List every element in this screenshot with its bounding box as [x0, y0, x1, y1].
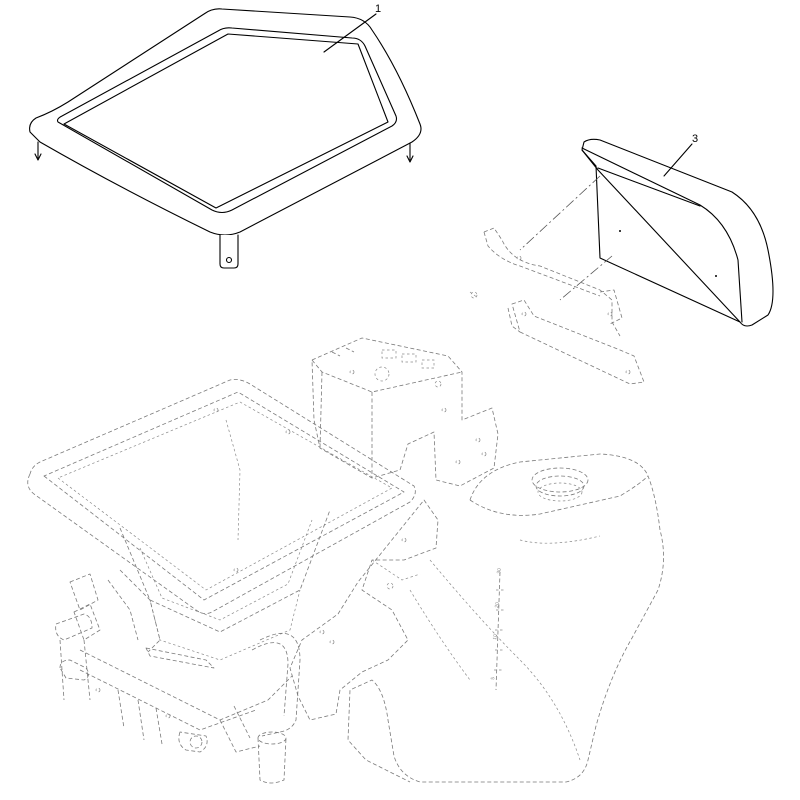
part-2-mounting-bracket — [469, 227, 645, 385]
leader-line-1 — [323, 13, 377, 53]
part-1-hopper-cover — [29, 8, 422, 269]
callout-3: 3 — [692, 133, 698, 145]
leader-line-3 — [663, 143, 693, 177]
gauge-mark: 10 — [492, 634, 499, 641]
alignment-line — [559, 255, 613, 301]
spreader-frame — [55, 569, 301, 784]
machine-frame — [289, 337, 499, 721]
gauge-mark: 30 — [496, 568, 503, 575]
part-3-side-panel — [581, 138, 774, 327]
callout-1: 1 — [375, 3, 381, 15]
spreader-hopper — [27, 379, 416, 661]
fender-tank-body: 30 20 10 5 — [347, 453, 664, 783]
gauge-mark: 5 — [490, 676, 496, 680]
gauge-mark: 20 — [494, 602, 501, 609]
alignment-line — [519, 175, 601, 251]
